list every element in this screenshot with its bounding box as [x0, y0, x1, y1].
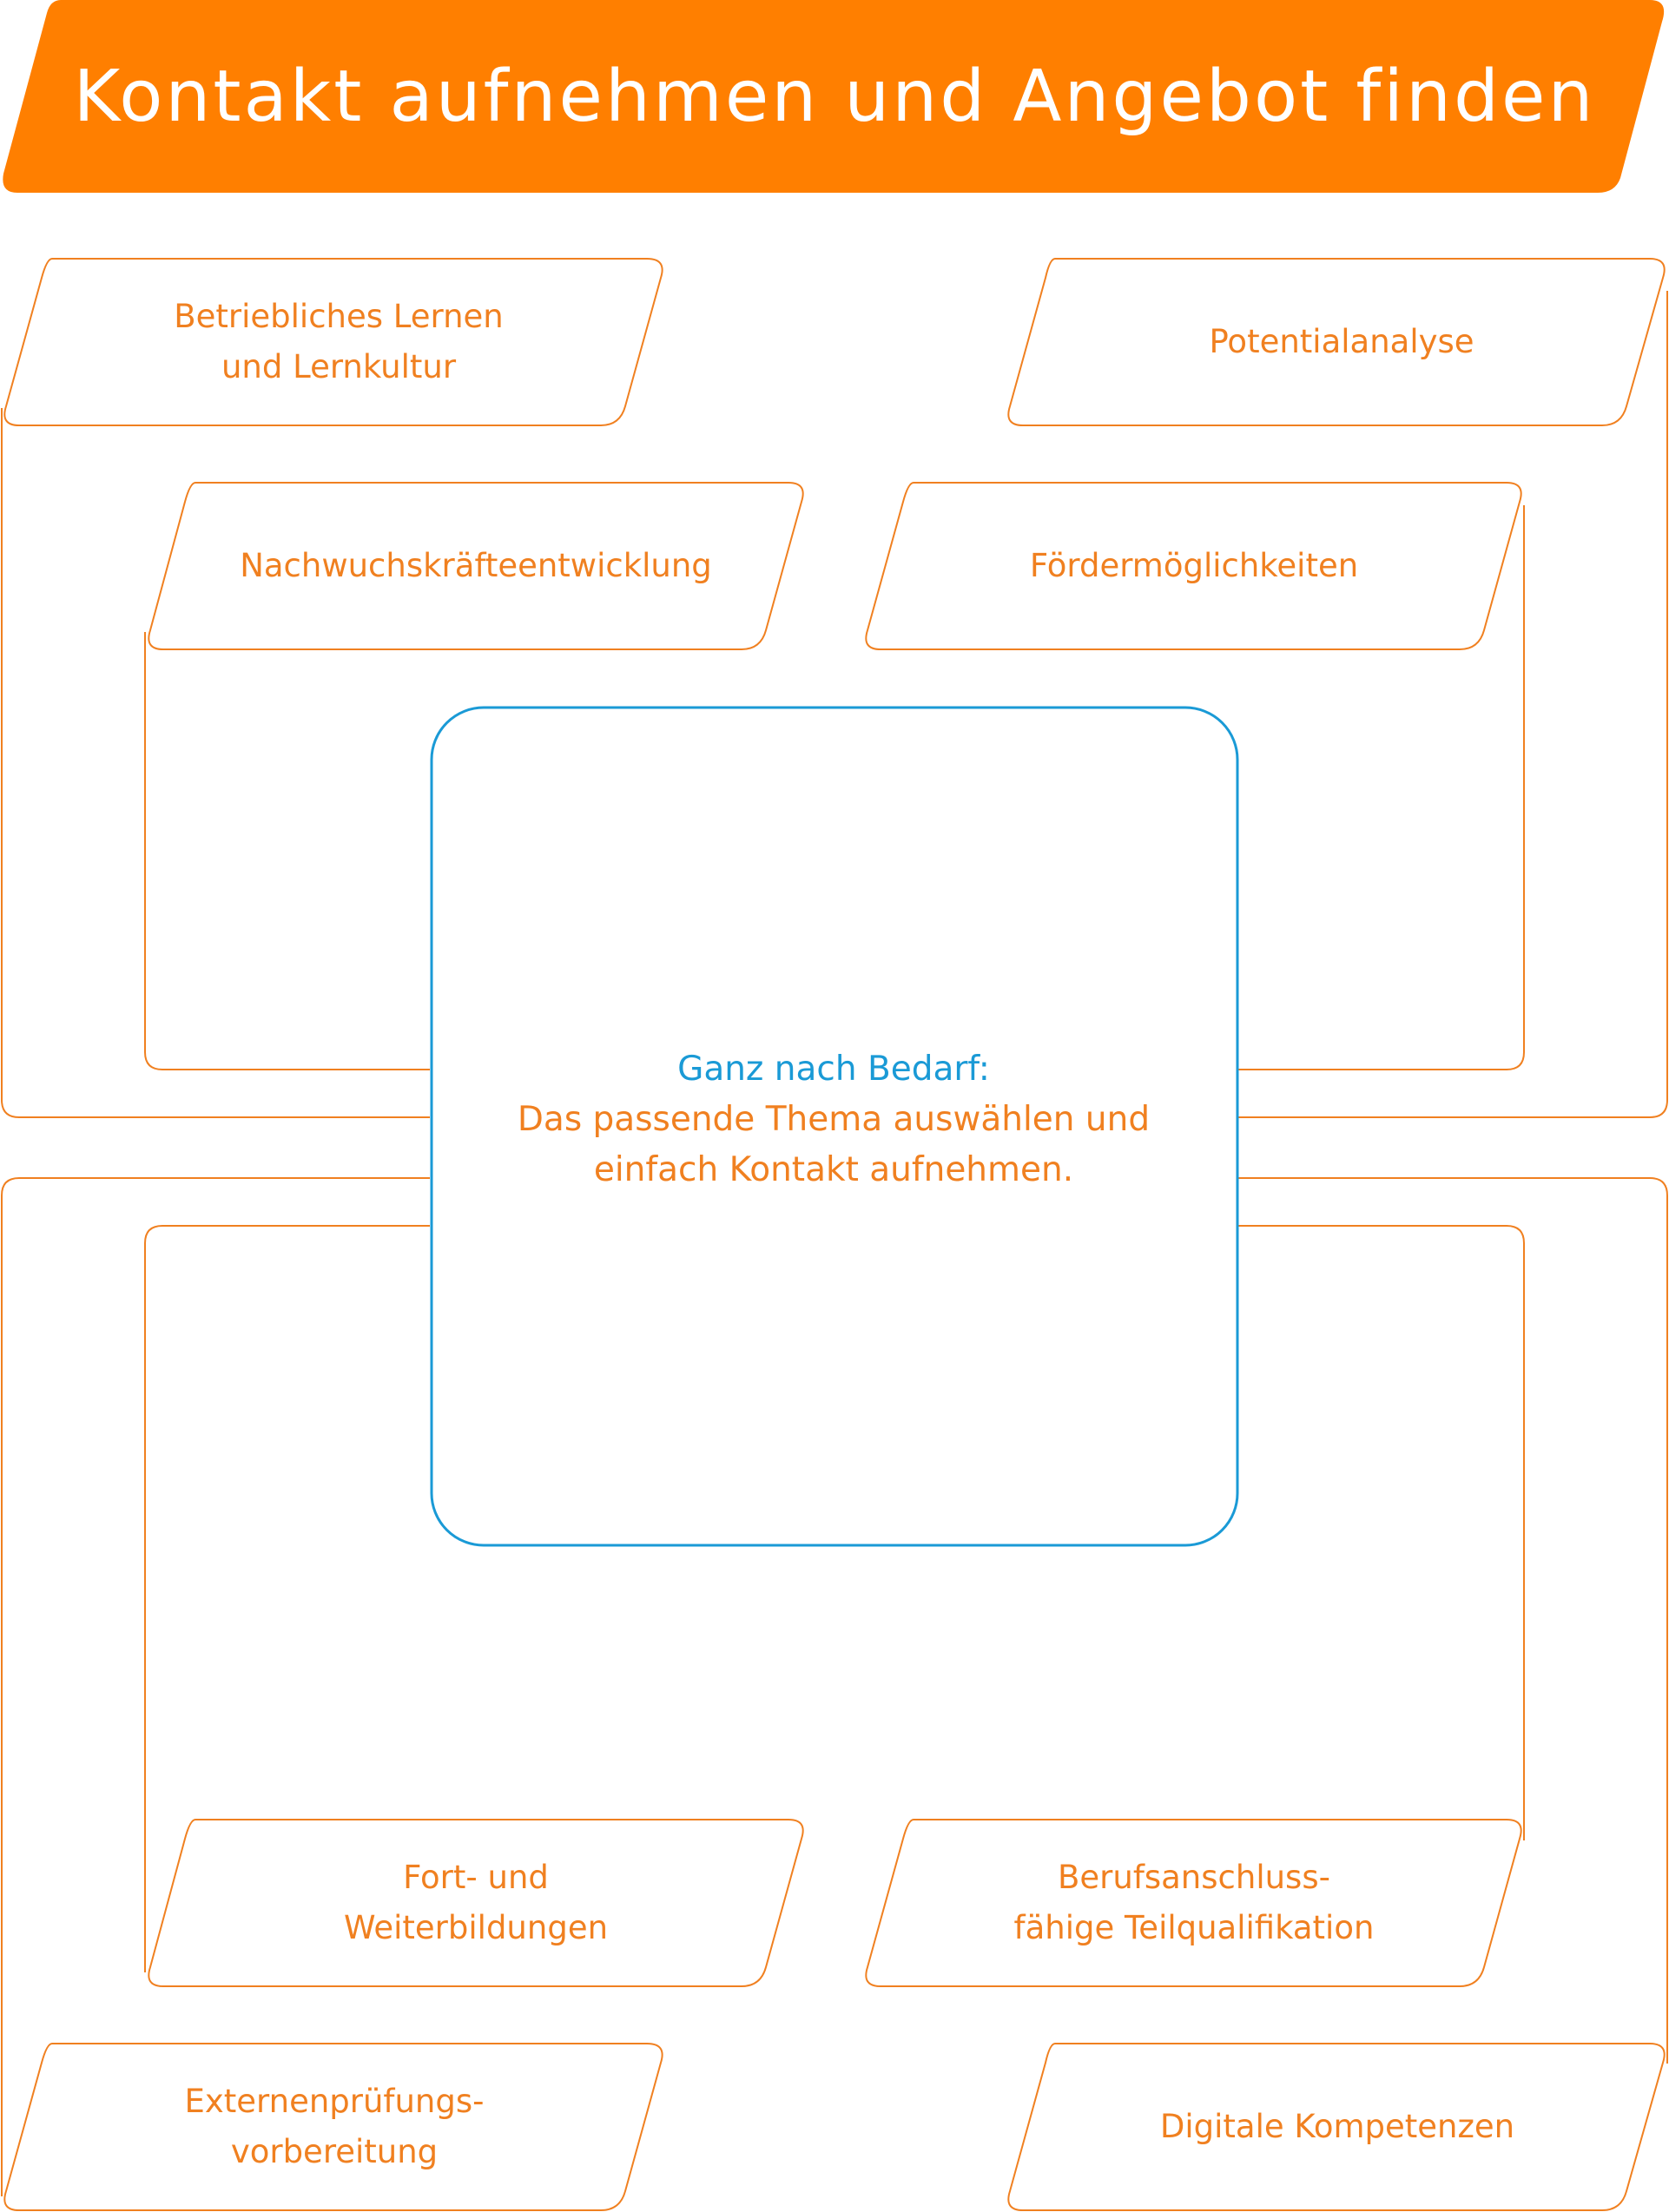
topic-fort-und-weiterbildungen: Fort- und Weiterbildungen [343, 1859, 609, 1946]
outer-top-frame [1, 291, 1668, 1118]
topic-digitale-kompetenzen: Digitale Kompetenzen [1159, 2108, 1515, 2145]
box-nachwuchskraefteentwicklung [148, 482, 804, 650]
center-heading: Ganz nach Bedarf: [677, 1050, 990, 1089]
box-foerdermoeglichkeiten [865, 482, 1522, 650]
outer-bottom-frame [1, 1177, 1668, 2196]
topic-externenpruefung: Externenprüfungs- vorbereitung [184, 2083, 485, 2170]
center-line-2: einfach Kontakt aufnehmen. [593, 1150, 1074, 1189]
box-teilqualifikation [865, 1819, 1522, 1987]
box-fort-und-weiterbildungen [148, 1819, 804, 1987]
topic-potentialanalyse: Potentialanalyse [1209, 323, 1474, 360]
box-externenpruefung [3, 2043, 663, 2211]
topic-nachwuchskraefteentwicklung: Nachwuchskräfteentwicklung [240, 547, 712, 584]
center-box [430, 706, 1239, 1547]
topic-betriebliches-lernen: Betriebliches Lernen und Lernkultur [174, 298, 504, 385]
box-digitale-kompetenzen [1007, 2043, 1666, 2211]
page-title: Kontakt aufnehmen und Angebot finden [73, 55, 1596, 138]
center-message: Ganz nach Bedarf: Das passende Thema aus… [430, 1020, 1237, 1220]
title-banner [3, 0, 1665, 193]
topic-foerdermoeglichkeiten: Fördermöglichkeiten [1029, 547, 1359, 584]
inner-top-frame [144, 505, 1525, 1070]
center-line-1: Das passende Thema auswählen und [517, 1100, 1151, 1139]
box-betriebliches-lernen [3, 258, 663, 426]
topic-teilqualifikation: Berufsanschluss- fähige Teilqualifikatio… [1013, 1859, 1375, 1946]
box-potentialanalyse [1007, 258, 1666, 426]
inner-bottom-frame [144, 1225, 1525, 1972]
